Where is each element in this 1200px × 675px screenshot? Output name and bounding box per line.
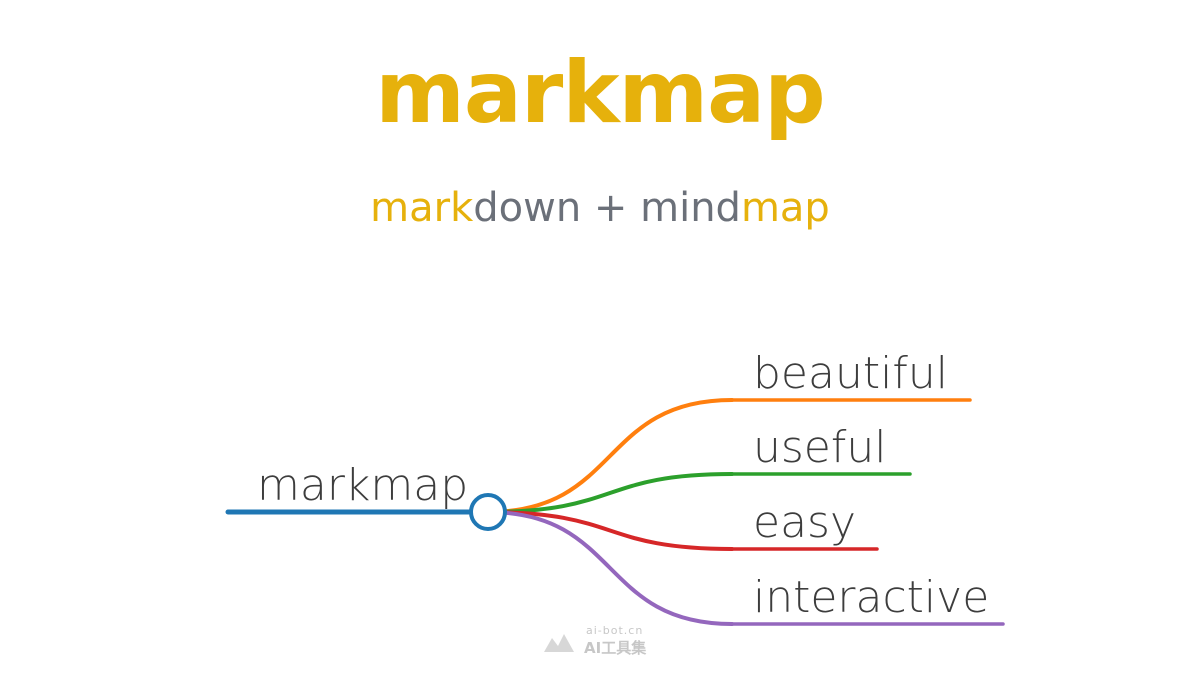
tagline-map: map — [740, 185, 830, 231]
cloud-logo-icon — [544, 634, 574, 652]
root-node-label: markmap — [257, 460, 468, 511]
branch-link-beautiful — [486, 398, 734, 514]
tagline-mark: mark — [370, 185, 474, 231]
branch-link-interactive — [486, 510, 734, 626]
tagline: markdown + mindmap — [0, 182, 1200, 234]
child-node-label-easy: easy — [753, 497, 856, 548]
branch-link-useful — [486, 472, 734, 514]
page-title: markmap — [375, 43, 825, 143]
child-node-label-interactive: interactive — [753, 572, 989, 623]
watermark-name: AI工具集 — [584, 639, 647, 657]
root-collapse-toggle[interactable] — [469, 493, 507, 531]
child-node-label-beautiful: beautiful — [753, 348, 948, 399]
watermark: ai-bot.cn AI工具集 — [540, 624, 670, 658]
watermark-domain: ai-bot.cn — [586, 624, 644, 637]
child-node-label-useful: useful — [753, 422, 886, 473]
tagline-down-mind: down + mind — [473, 185, 741, 231]
branch-link-easy — [486, 510, 734, 551]
